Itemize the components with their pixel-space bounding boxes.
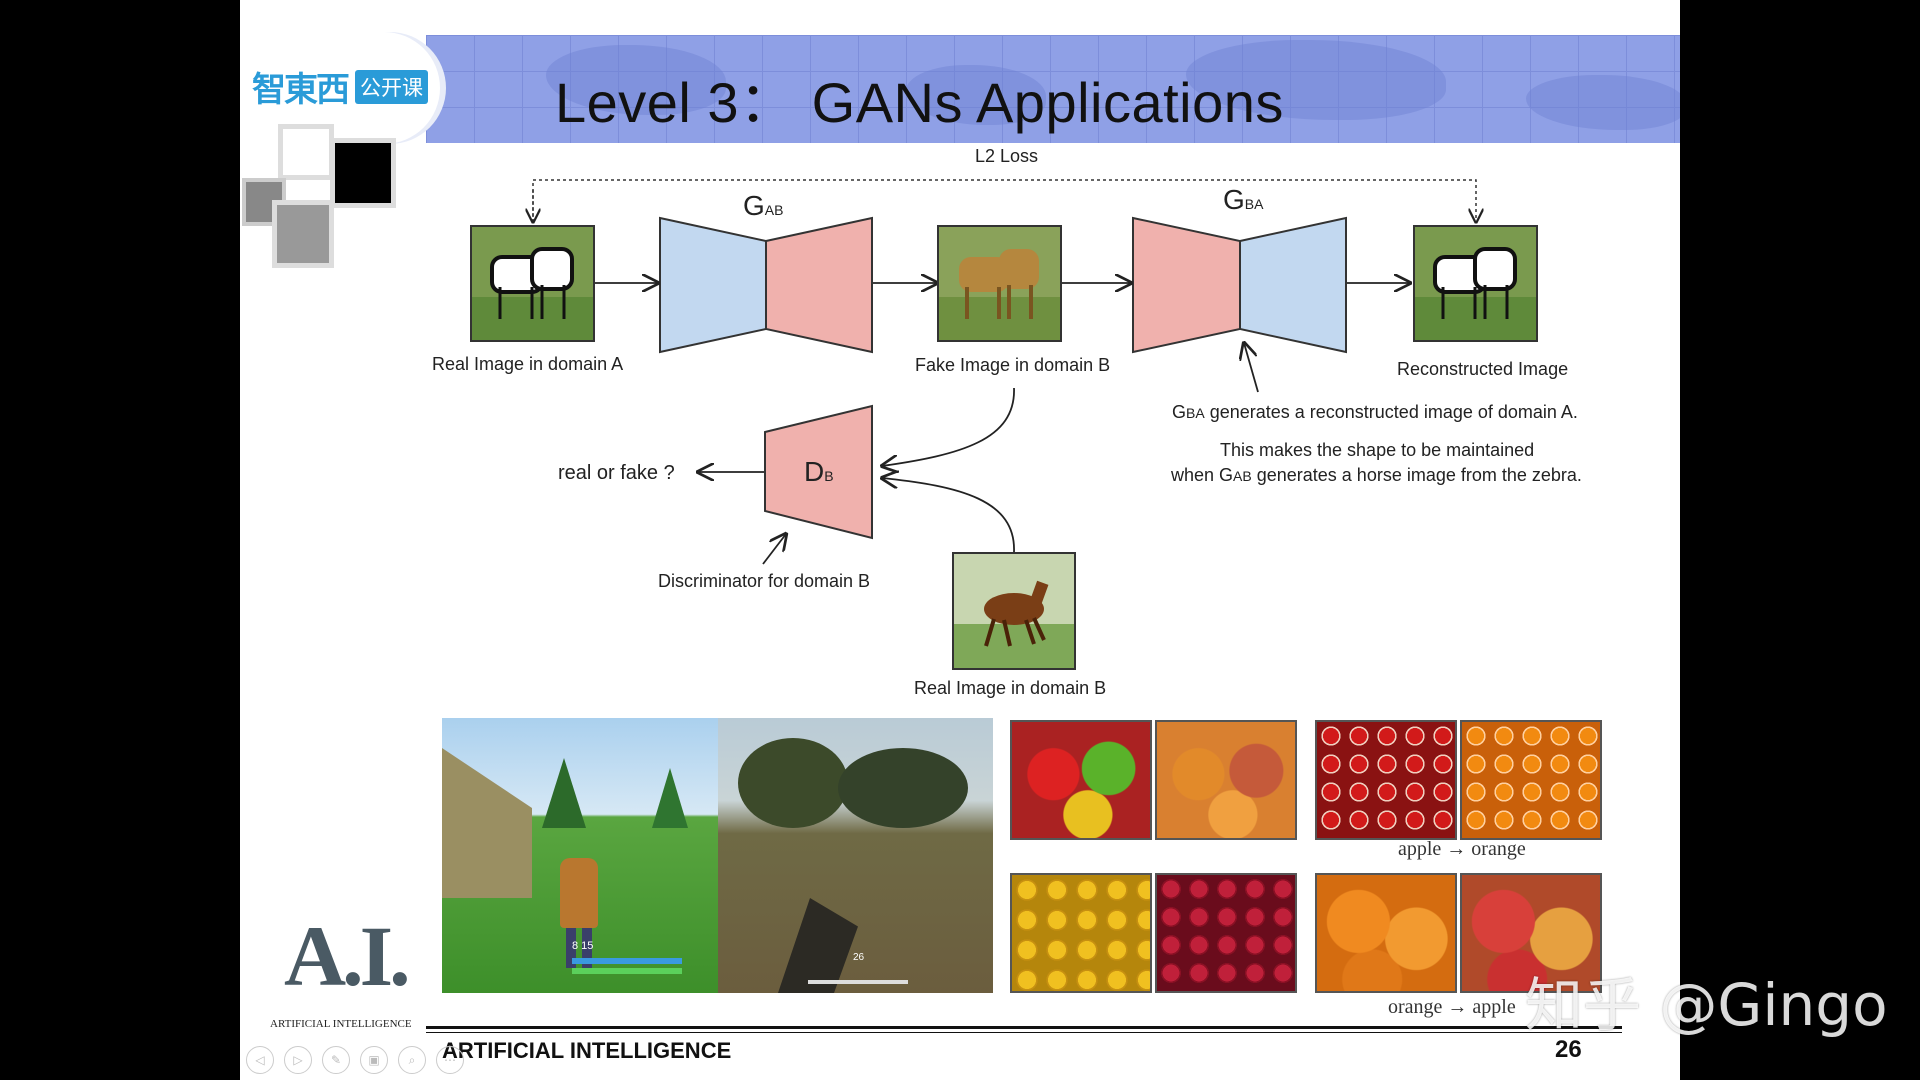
fruit-apples-4 — [1460, 873, 1602, 993]
fruit-oranges-1 — [1155, 720, 1297, 840]
horse-image-fake — [937, 225, 1062, 342]
fruit-apples-1 — [1010, 720, 1152, 840]
pen-icon[interactable]: ✎ — [322, 1046, 350, 1074]
footer-rule-thin — [426, 1032, 1622, 1033]
generator-ba-encoder — [1132, 216, 1241, 354]
game-hud-ammo: 26 — [853, 952, 865, 963]
discriminator-label: Discriminator for domain B — [658, 571, 871, 591]
watermark: 知乎 @Gingo — [1525, 971, 1888, 1039]
ai-logo-subtitle: ARTIFICIAL INTELLIGENCE — [270, 1018, 412, 1030]
fake-image-b-label: Fake Image in domain B — [915, 355, 1111, 375]
fruit-oranges-4 — [1315, 873, 1457, 993]
zebra-image-reconstructed — [1413, 225, 1538, 342]
brand-logo: 智東西 — [252, 70, 350, 110]
footer-title: ARTIFICIAL INTELLIGENCE — [442, 1038, 732, 1063]
generator-ab-encoder — [659, 216, 767, 354]
zebra-image-real — [470, 225, 595, 342]
fruit-apples-3 — [1155, 873, 1297, 993]
discriminator-b-label: DB — [804, 456, 834, 487]
l2-loss-line — [532, 179, 1476, 222]
brand-tag: 公开课 — [355, 70, 428, 104]
zoom-icon[interactable]: ⌕ — [398, 1046, 426, 1074]
decor-square — [272, 200, 334, 268]
fruit-oranges-2 — [1460, 720, 1602, 840]
horse-image-real — [952, 552, 1076, 670]
gba-note-3: when GAB generates a horse image from th… — [1171, 465, 1582, 485]
real-image-b-label: Real Image in domain B — [914, 678, 1107, 698]
slides-icon[interactable]: ▣ — [360, 1046, 388, 1074]
fruit-oranges-3 — [1010, 873, 1152, 993]
reconstructed-image-label: Reconstructed Image — [1397, 359, 1569, 379]
footer-rule — [426, 1026, 1622, 1029]
discriminator-b — [764, 404, 873, 540]
decor-square — [330, 138, 396, 208]
generator-ab-decoder — [765, 216, 873, 354]
gan-diagram — [240, 179, 1680, 565]
caption-orange-to-apple: orange → apple — [1388, 996, 1516, 1018]
next-slide-icon[interactable]: ▷ — [284, 1046, 312, 1074]
prev-slide-icon[interactable]: ◁ — [246, 1046, 274, 1074]
gba-note-1: GBA generates a reconstructed image of d… — [1172, 402, 1578, 422]
game-screenshot-fortnite: 8 15 — [442, 718, 718, 993]
game-screenshot-pubg: 26 — [718, 718, 993, 993]
slide-title: Level 3： GANs Applications — [555, 71, 1284, 134]
generator-ab-label: GAB — [743, 190, 784, 221]
game-hud-text: 8 15 — [572, 940, 594, 952]
title-band — [426, 35, 1680, 143]
generator-ba-decoder — [1239, 216, 1347, 354]
real-image-a-label: Real Image in domain A — [432, 354, 624, 374]
slideshow-controls: ◁ ▷ ✎ ▣ ⌕ ⋯ — [246, 1046, 464, 1074]
l2-loss-label: L2 Loss — [975, 146, 1039, 166]
caption-apple-to-orange: apple → orange — [1398, 838, 1526, 860]
fruit-apples-2 — [1315, 720, 1457, 840]
real-or-fake-label: real or fake ? — [558, 462, 675, 484]
ai-logo: A.I. — [284, 908, 411, 1004]
slide: Level 3： GANs Applications 智東西 公开课 — [240, 0, 1680, 1080]
gba-note-2: This makes the shape to be maintained — [1220, 440, 1535, 460]
page-number: 26 — [1555, 1036, 1582, 1063]
generator-ba-label: GBA — [1223, 184, 1264, 215]
more-icon[interactable]: ⋯ — [436, 1046, 464, 1074]
